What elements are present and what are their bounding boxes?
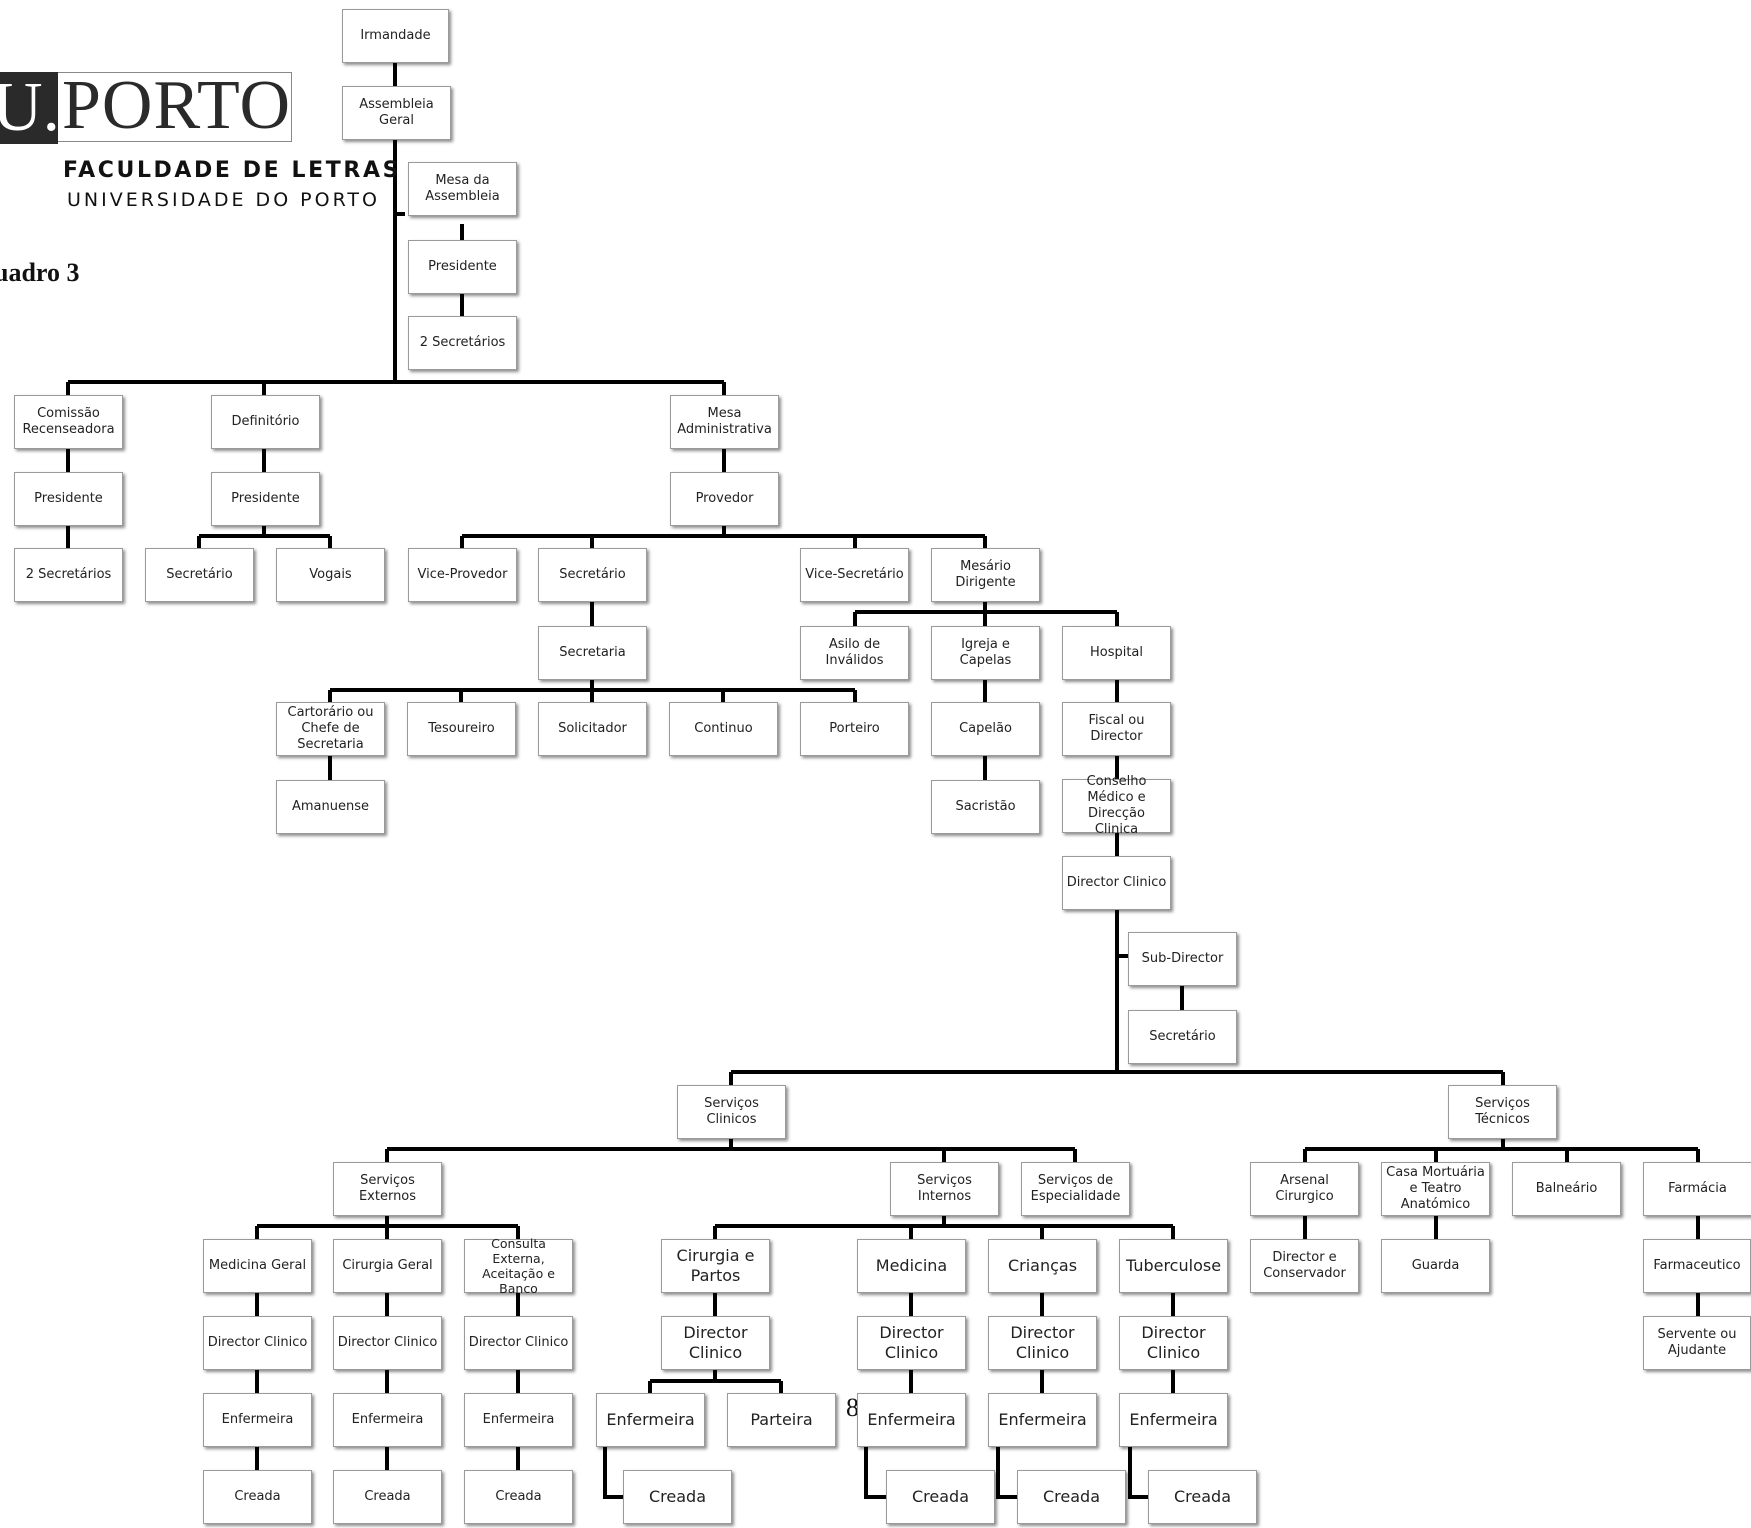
node-conselho-medico: Conselho Médico e Direcção Clinica	[1062, 774, 1171, 837]
node-criancas: Crianças	[988, 1239, 1097, 1293]
node-cartorario: Cartorário ou Chefe de Secretaria	[276, 702, 385, 756]
university-name: UNIVERSIDADE DO PORTO	[67, 189, 380, 211]
node-cirurgia-geral-enfermeira: Enfermeira	[333, 1393, 442, 1447]
node-consulta-externa-creada: Creada	[464, 1470, 573, 1524]
node-comissao-presidente: Presidente	[14, 472, 123, 526]
node-cirurgia-partos-creada: Creada	[623, 1470, 732, 1524]
node-mesa-administrativa: Mesa Administrativa	[670, 395, 779, 449]
node-medicina-enfermeira: Enfermeira	[857, 1393, 966, 1447]
logo-u-mark: U.	[0, 72, 58, 144]
node-tuberculose: Tuberculose	[1119, 1239, 1228, 1293]
node-cirurgia-geral-creada: Creada	[333, 1470, 442, 1524]
node-igreja-capelas: Igreja e Capelas	[931, 626, 1040, 680]
node-mesario-dirigente: Mesário Dirigente	[931, 548, 1040, 602]
node-amanuense: Amanuense	[276, 780, 385, 834]
node-vice-provedor: Vice-Provedor	[408, 548, 517, 602]
node-mesa-secretarios: 2 Secretários	[408, 316, 517, 370]
node-medicina: Medicina	[857, 1239, 966, 1293]
node-secretaria: Secretaria	[538, 626, 647, 680]
node-vice-secretario: Vice-Secretário	[800, 548, 909, 602]
node-sacristao: Sacristão	[931, 780, 1040, 834]
node-secretario: Secretário	[538, 548, 647, 602]
node-definitorio-presidente: Presidente	[211, 472, 320, 526]
node-tuberculose-creada: Creada	[1148, 1470, 1257, 1524]
node-medicina-geral-enfermeira: Enfermeira	[203, 1393, 312, 1447]
node-criancas-enfermeira: Enfermeira	[988, 1393, 1097, 1447]
node-medicina-geral-director: Director Clinico	[203, 1316, 312, 1370]
node-capelao: Capelão	[931, 702, 1040, 756]
node-medicina-creada: Creada	[886, 1470, 995, 1524]
node-definitorio: Definitório	[211, 395, 320, 449]
node-medicina-director: Director Clinico	[857, 1316, 966, 1370]
node-tuberculose-enfermeira: Enfermeira	[1119, 1393, 1228, 1447]
node-criancas-director: Director Clinico	[988, 1316, 1097, 1370]
node-mesa-assembleia: Mesa da Assembleia	[408, 162, 517, 216]
node-vogais: Vogais	[276, 548, 385, 602]
node-cirurgia-partos: Cirurgia e Partos	[661, 1239, 770, 1293]
node-consulta-externa: Consulta Externa, Aceitação e Banco	[464, 1236, 573, 1296]
node-servicos-externos: Serviços Externos	[333, 1162, 442, 1216]
node-servente-ajudante: Servente ou Ajudante	[1643, 1316, 1751, 1370]
node-cirurgia-partos-director: Director Clinico	[661, 1316, 770, 1370]
node-mesa-presidente: Presidente	[408, 240, 517, 294]
node-tuberculose-director: Director Clinico	[1119, 1316, 1228, 1370]
node-servicos-clinicos: Serviços Clinicos	[677, 1085, 786, 1139]
node-assembleia-geral: Assembleia Geral	[342, 86, 451, 140]
node-parteira: Parteira	[727, 1393, 836, 1447]
node-consulta-externa-enfermeira: Enfermeira	[464, 1393, 573, 1447]
faculty-name: FACULDADE DE LETRAS	[63, 158, 402, 183]
node-casa-mortuaria: Casa Mortuária e Teatro Anatómico	[1381, 1162, 1490, 1216]
node-cirurgia-geral: Cirurgia Geral	[333, 1239, 442, 1293]
node-servicos-tecnicos: Serviços Técnicos	[1448, 1085, 1557, 1139]
node-solicitador: Solicitador	[538, 702, 647, 756]
node-farmacia: Farmácia	[1643, 1162, 1751, 1216]
node-asilo-invalidos: Asilo de Inválidos	[800, 626, 909, 680]
logo-porto-text: PORTO	[58, 71, 292, 142]
node-provedor: Provedor	[670, 472, 779, 526]
node-balneario: Balneário	[1512, 1162, 1621, 1216]
node-farmaceutico: Farmaceutico	[1643, 1239, 1751, 1293]
page-number: 8	[846, 1393, 859, 1422]
node-comissao-recenseadora: Comissão Recenseadora	[14, 395, 123, 449]
node-cirurgia-partos-enfermeira: Enfermeira	[596, 1393, 705, 1447]
node-servicos-especialidade: Serviços de Especialidade	[1021, 1162, 1130, 1216]
node-irmandade: Irmandade	[342, 9, 449, 63]
node-medicina-geral-creada: Creada	[203, 1470, 312, 1524]
node-guarda: Guarda	[1381, 1239, 1490, 1293]
node-porteiro: Porteiro	[800, 702, 909, 756]
node-director-clinico: Director Clinico	[1062, 856, 1171, 910]
node-continuo: Continuo	[669, 702, 778, 756]
node-servicos-internos: Serviços Internos	[890, 1162, 999, 1216]
node-fiscal-director: Fiscal ou Director	[1062, 702, 1171, 756]
node-hospital-secretario: Secretário	[1128, 1010, 1237, 1064]
node-tesoureiro: Tesoureiro	[407, 702, 516, 756]
node-criancas-creada: Creada	[1017, 1470, 1126, 1524]
node-consulta-externa-director: Director Clinico	[464, 1316, 573, 1370]
node-hospital: Hospital	[1062, 626, 1171, 680]
node-cirurgia-geral-director: Director Clinico	[333, 1316, 442, 1370]
node-comissao-secretarios: 2 Secretários	[14, 548, 123, 602]
node-medicina-geral: Medicina Geral	[203, 1239, 312, 1293]
node-definitorio-secretario: Secretário	[145, 548, 254, 602]
node-sub-director: Sub-Director	[1128, 932, 1237, 986]
figure-caption: uadro 3	[0, 258, 80, 287]
node-director-conservador: Director e Conservador	[1250, 1239, 1359, 1293]
node-arsenal-cirurgico: Arsenal Cirurgico	[1250, 1162, 1359, 1216]
